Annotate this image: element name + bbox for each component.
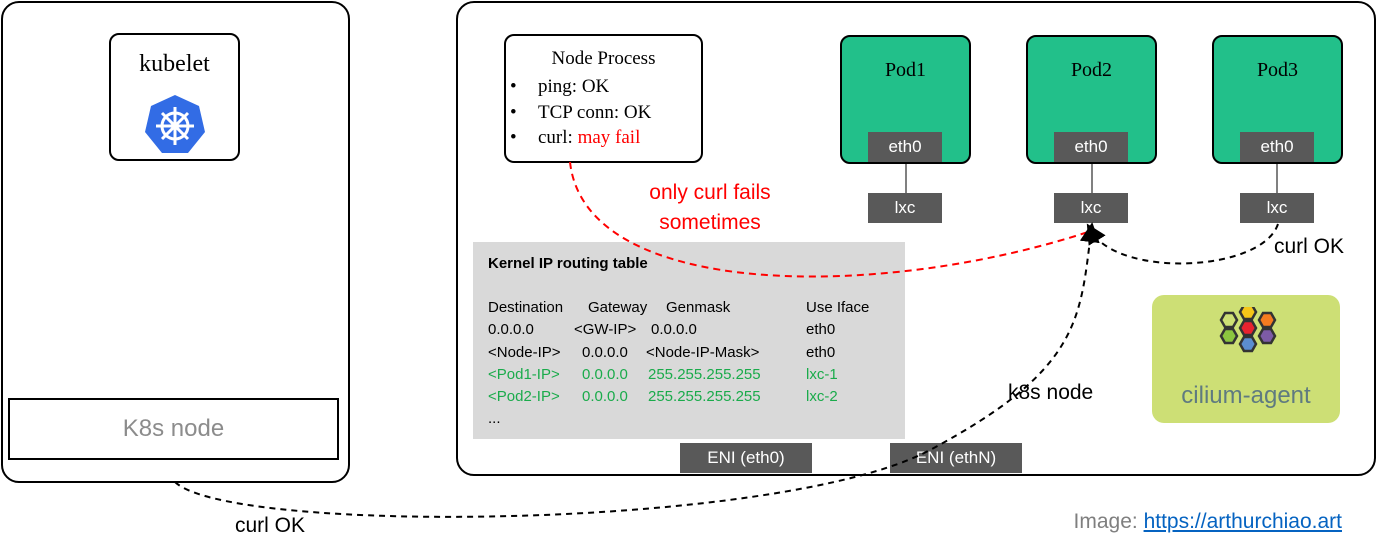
bullet-icon: • [510, 127, 517, 148]
eni-eth0: ENI (eth0) [680, 443, 812, 473]
item-status: OK [623, 102, 652, 123]
cell: 0.0.0.0 [582, 366, 628, 383]
routing-table-title: Kernel IP routing table [488, 255, 648, 272]
routing-table-header: Destination Gateway Genmask Use Iface [488, 299, 898, 317]
table-row: <Pod1-IP> 0.0.0.0 255.255.255.255 lxc-1 [488, 366, 898, 384]
eni-ethn: ENI (ethN) [890, 443, 1022, 473]
credit-prefix: Image: [1073, 510, 1144, 533]
k8s-node-note: k8s node [1008, 381, 1094, 404]
cell: eth0 [806, 321, 836, 338]
cilium-hex-icon [1219, 307, 1277, 353]
item-label: TCP conn: [538, 102, 624, 123]
table-row: <Node-IP> 0.0.0.0 <Node-IP-Mask> eth0 [488, 344, 898, 362]
process-item-curl: • curl: may fail [510, 127, 640, 149]
kubelet-label: kubelet [139, 51, 210, 77]
header-cell: Destination [488, 299, 564, 316]
process-item-ping: • ping: OK [510, 76, 609, 98]
pod-name: Pod3 [1256, 59, 1299, 81]
pod-name: Pod2 [1070, 59, 1113, 81]
cell: 0.0.0.0 [488, 321, 534, 338]
cell: lxc-1 [806, 366, 838, 383]
node-process-box: Node Process • ping: OK • TCP conn: OK • cu… [504, 34, 703, 163]
item-label: ping: [538, 76, 582, 97]
image-credit: Image: https://arthurchiao.art [1074, 510, 1342, 534]
kubernetes-icon [145, 95, 205, 153]
pod2-lxc: lxc [1054, 193, 1128, 223]
cell: <Pod1-IP> [488, 366, 560, 383]
cell: 255.255.255.255 [648, 388, 761, 405]
credit-link[interactable]: https://arthurchiao.art [1143, 510, 1342, 533]
cilium-agent-label: cilium-agent [1181, 382, 1311, 409]
cell: 0.0.0.0 [582, 388, 628, 405]
pod1-lxc: lxc [868, 193, 942, 223]
kubelet-box: kubelet [109, 33, 240, 161]
header-cell: Genmask [666, 299, 731, 316]
pod-name: Pod1 [884, 59, 927, 81]
cell: lxc-2 [806, 388, 838, 405]
pod3-lxc: lxc [1240, 193, 1314, 223]
table-row: 0.0.0.0 <GW-IP> 0.0.0.0 eth0 [488, 321, 898, 339]
item-status: OK [581, 76, 610, 97]
header-cell: Use Iface [806, 299, 870, 316]
process-item-tcp: • TCP conn: OK [510, 102, 651, 124]
item-label: curl: [538, 127, 578, 148]
node-curl-arrow [174, 222, 1100, 518]
pod3-eth0: eth0 [1240, 132, 1314, 162]
header-cell: Gateway [588, 299, 648, 316]
cell: <Node-IP-Mask> [646, 344, 760, 361]
bullet-icon: • [510, 102, 517, 123]
pod2-eth0: eth0 [1054, 132, 1128, 162]
table-row: <Pod2-IP> 0.0.0.0 255.255.255.255 lxc-2 [488, 388, 898, 406]
item-status: may fail [577, 127, 641, 148]
pod1-eth0: eth0 [868, 132, 942, 162]
cell: <Pod2-IP> [488, 388, 560, 405]
cell: <Node-IP> [488, 344, 561, 361]
pod-curl-ok-note: curl OK [1274, 235, 1345, 258]
cilium-agent-box: cilium-agent [1152, 295, 1340, 423]
pod-curl-arrow [1086, 223, 1279, 265]
bullet-icon: • [510, 76, 517, 97]
cell: <GW-IP> [574, 321, 637, 338]
table-more: ... [488, 410, 501, 427]
node-process-title: Node Process [551, 48, 656, 69]
cell: eth0 [806, 344, 836, 361]
routing-table: Kernel IP routing table Destination Gatew… [473, 242, 905, 439]
k8s-node-label-box: K8s node [8, 398, 339, 460]
node-curl-ok-note: curl OK [235, 514, 306, 537]
curl-fail-note: only curl fails sometimes [649, 181, 771, 234]
cell: 0.0.0.0 [582, 344, 628, 361]
cell: 255.255.255.255 [648, 366, 761, 383]
cell: 0.0.0.0 [651, 321, 697, 338]
